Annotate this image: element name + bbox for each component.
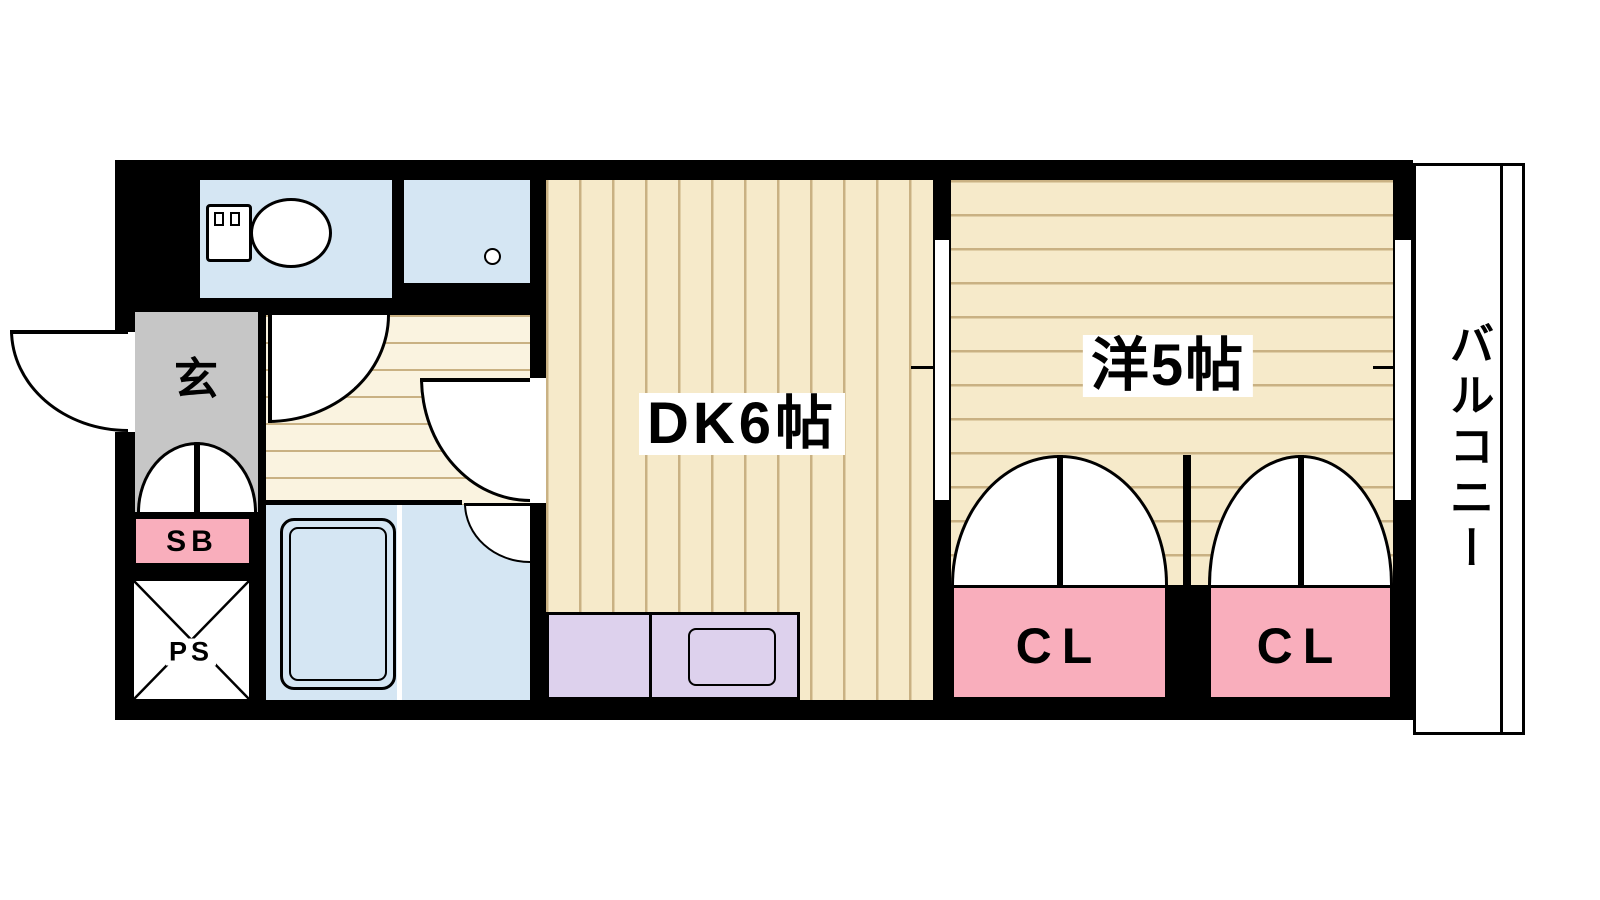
kitchen-divider-line	[649, 615, 652, 697]
closet-left-label: CL	[1015, 618, 1103, 674]
balcony	[1413, 163, 1525, 735]
hall-dk-door-opening	[530, 378, 546, 503]
kitchen-sink	[688, 628, 776, 686]
genkan-label: 玄	[174, 355, 218, 404]
shower-room	[404, 180, 530, 283]
toilet-bowl-icon	[250, 198, 332, 268]
bathtub-inner-line	[289, 527, 387, 681]
bathroom-divider	[397, 505, 402, 700]
genkan-door-right-arc	[197, 442, 257, 512]
genkan-door-arcs	[137, 442, 257, 512]
closet-right-door-arcs	[1208, 455, 1393, 585]
dk-western-opening	[933, 240, 951, 500]
entrance-door-arc	[10, 330, 128, 432]
toilet-button-icon	[214, 212, 224, 226]
closet-left-door-right-arc	[1059, 455, 1168, 585]
balcony-window-opening	[1393, 240, 1413, 500]
toilet-button2-icon	[230, 212, 240, 226]
closet-left	[951, 585, 1168, 700]
closet-right-label: CL	[1256, 618, 1344, 674]
genkan-door-left-arc	[137, 442, 197, 512]
pipe-space	[131, 578, 252, 702]
window-tick-left	[1373, 366, 1393, 369]
western-room-label: 洋5帖	[1082, 335, 1254, 397]
dk-label: DK6帖	[638, 393, 846, 455]
pipe-space-label: PS	[165, 638, 217, 666]
closet-left-door-arcs	[951, 455, 1168, 585]
shoebox-label: SB	[166, 525, 218, 558]
closet-divider-stub	[1183, 455, 1191, 587]
balcony-label: バルコニー	[1442, 320, 1494, 576]
toilet-tank-icon	[206, 204, 252, 262]
closet-right-door-left-arc	[1208, 455, 1301, 585]
bathtub	[280, 518, 396, 690]
balcony-rail-line	[1500, 166, 1503, 732]
shoebox	[133, 516, 252, 566]
genkan-hall-wall	[258, 312, 266, 512]
closet-right-door-right-arc	[1300, 455, 1393, 585]
shower-drain-icon	[484, 248, 501, 265]
bathroom-wall-line	[266, 500, 462, 505]
closet-left-door-left-arc	[951, 455, 1060, 585]
closet-between-wall	[1168, 585, 1208, 700]
opening-tick-left	[911, 366, 933, 369]
closet-right	[1208, 585, 1393, 700]
